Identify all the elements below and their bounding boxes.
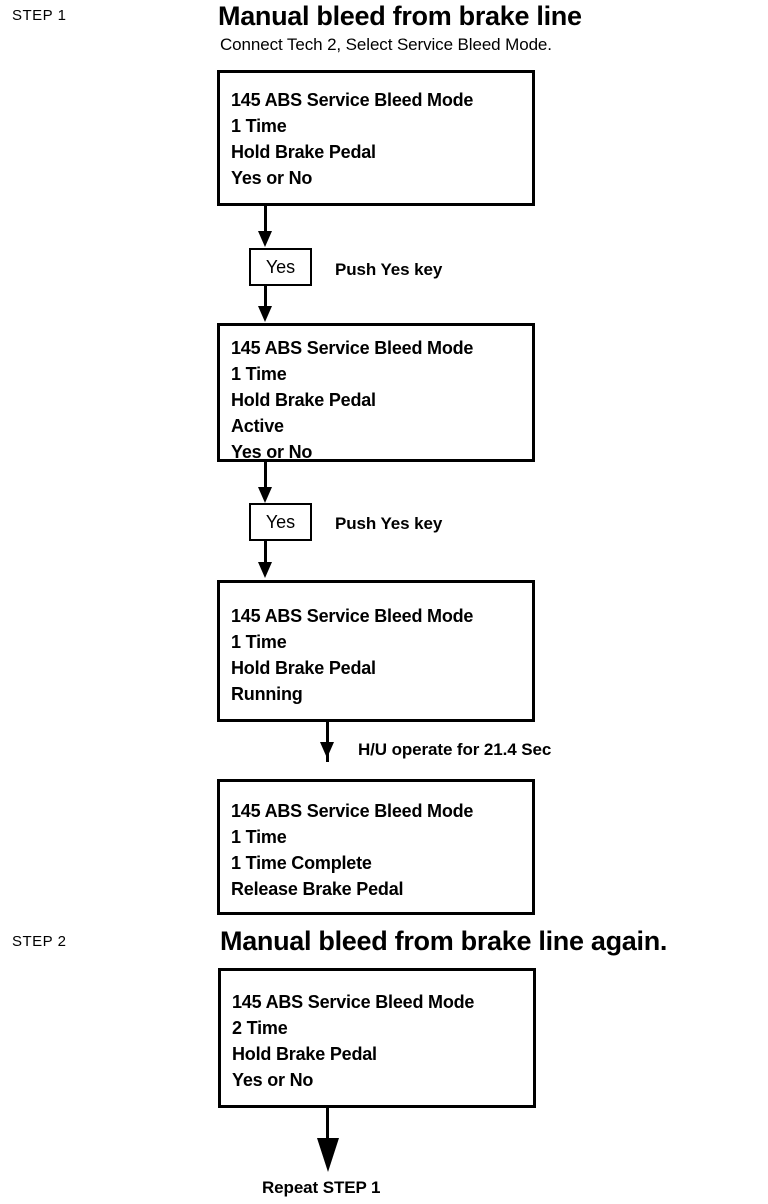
screen-line: 145 ABS Service Bleed Mode: [231, 606, 474, 626]
step-2-heading: Manual bleed from brake line again.: [220, 926, 668, 956]
tech2-screen-2: 145 ABS Service Bleed Mode 1 Time Hold B…: [217, 323, 535, 462]
step-1-subheading: Connect Tech 2, Select Service Bleed Mod…: [220, 35, 552, 54]
step-2-marker: STEP 2: [12, 933, 67, 950]
tech2-screen-1-lines: 145 ABS Service Bleed Mode 1 Time Hold B…: [231, 87, 528, 191]
screen-line: 1 Time: [231, 364, 287, 384]
tech2-screen-5-lines: 145 ABS Service Bleed Mode 2 Time Hold B…: [232, 989, 529, 1093]
screen-line: 145 ABS Service Bleed Mode: [231, 90, 474, 110]
screen-line: 1 Time: [231, 632, 287, 652]
screen-line: Hold Brake Pedal: [231, 142, 376, 162]
step-1-heading: Manual bleed from brake line: [218, 1, 582, 31]
screen-line: 145 ABS Service Bleed Mode: [232, 992, 475, 1012]
tech2-screen-2-lines: 145 ABS Service Bleed Mode 1 Time Hold B…: [231, 335, 528, 465]
arrow-head-down-icon: [258, 306, 272, 322]
yes-key-button-2[interactable]: Yes: [249, 503, 312, 541]
hu-operate-annotation: H/U operate for 21.4 Sec: [358, 740, 552, 759]
screen-line: 145 ABS Service Bleed Mode: [231, 338, 474, 358]
arrow-head-down-icon: [258, 487, 272, 503]
yes-key-label: Yes: [265, 257, 296, 277]
screen-line: 145 ABS Service Bleed Mode: [231, 801, 474, 821]
push-yes-key-annotation-1: Push Yes key: [335, 260, 443, 279]
yes-key-button-1[interactable]: Yes: [249, 248, 312, 286]
screen-line: Hold Brake Pedal: [232, 1044, 377, 1064]
step-1-marker: STEP 1: [12, 7, 67, 24]
screen-line: Release Brake Pedal: [231, 879, 404, 899]
tech2-screen-3: 145 ABS Service Bleed Mode 1 Time Hold B…: [217, 580, 535, 722]
screen-line: Active: [231, 416, 284, 436]
yes-key-label: Yes: [265, 512, 296, 532]
screen-line: Yes or No: [231, 442, 313, 462]
push-yes-key-annotation-2: Push Yes key: [335, 514, 443, 533]
tech2-screen-4-lines: 145 ABS Service Bleed Mode 1 Time 1 Time…: [231, 798, 528, 902]
tech2-screen-3-lines: 145 ABS Service Bleed Mode 1 Time Hold B…: [231, 603, 528, 707]
connector-shaft: [326, 1108, 329, 1150]
tech2-screen-4: 145 ABS Service Bleed Mode 1 Time 1 Time…: [217, 779, 535, 915]
screen-line: 1 Time: [231, 116, 287, 136]
screen-line: 2 Time: [232, 1018, 288, 1038]
connector-shaft: [264, 541, 267, 571]
connector-shaft: [264, 462, 267, 492]
screen-line: Yes or No: [231, 168, 313, 188]
arrow-head-down-icon: [258, 562, 272, 578]
connector-shaft: [264, 206, 267, 236]
tech2-screen-5: 145 ABS Service Bleed Mode 2 Time Hold B…: [218, 968, 536, 1108]
screen-line: Yes or No: [232, 1070, 314, 1090]
screen-line: Hold Brake Pedal: [231, 390, 376, 410]
screen-line: 1 Time: [231, 827, 287, 847]
connector-shaft: [264, 286, 267, 316]
repeat-step-caption: Repeat STEP 1: [262, 1178, 381, 1197]
screen-line: 1 Time Complete: [231, 853, 372, 873]
screen-line: Hold Brake Pedal: [231, 658, 376, 678]
arrow-head-down-icon: [320, 742, 334, 758]
screen-line: Running: [231, 684, 303, 704]
arrow-head-down-icon: [317, 1138, 339, 1172]
tech2-screen-1: 145 ABS Service Bleed Mode 1 Time Hold B…: [217, 70, 535, 206]
arrow-head-down-icon: [258, 231, 272, 247]
